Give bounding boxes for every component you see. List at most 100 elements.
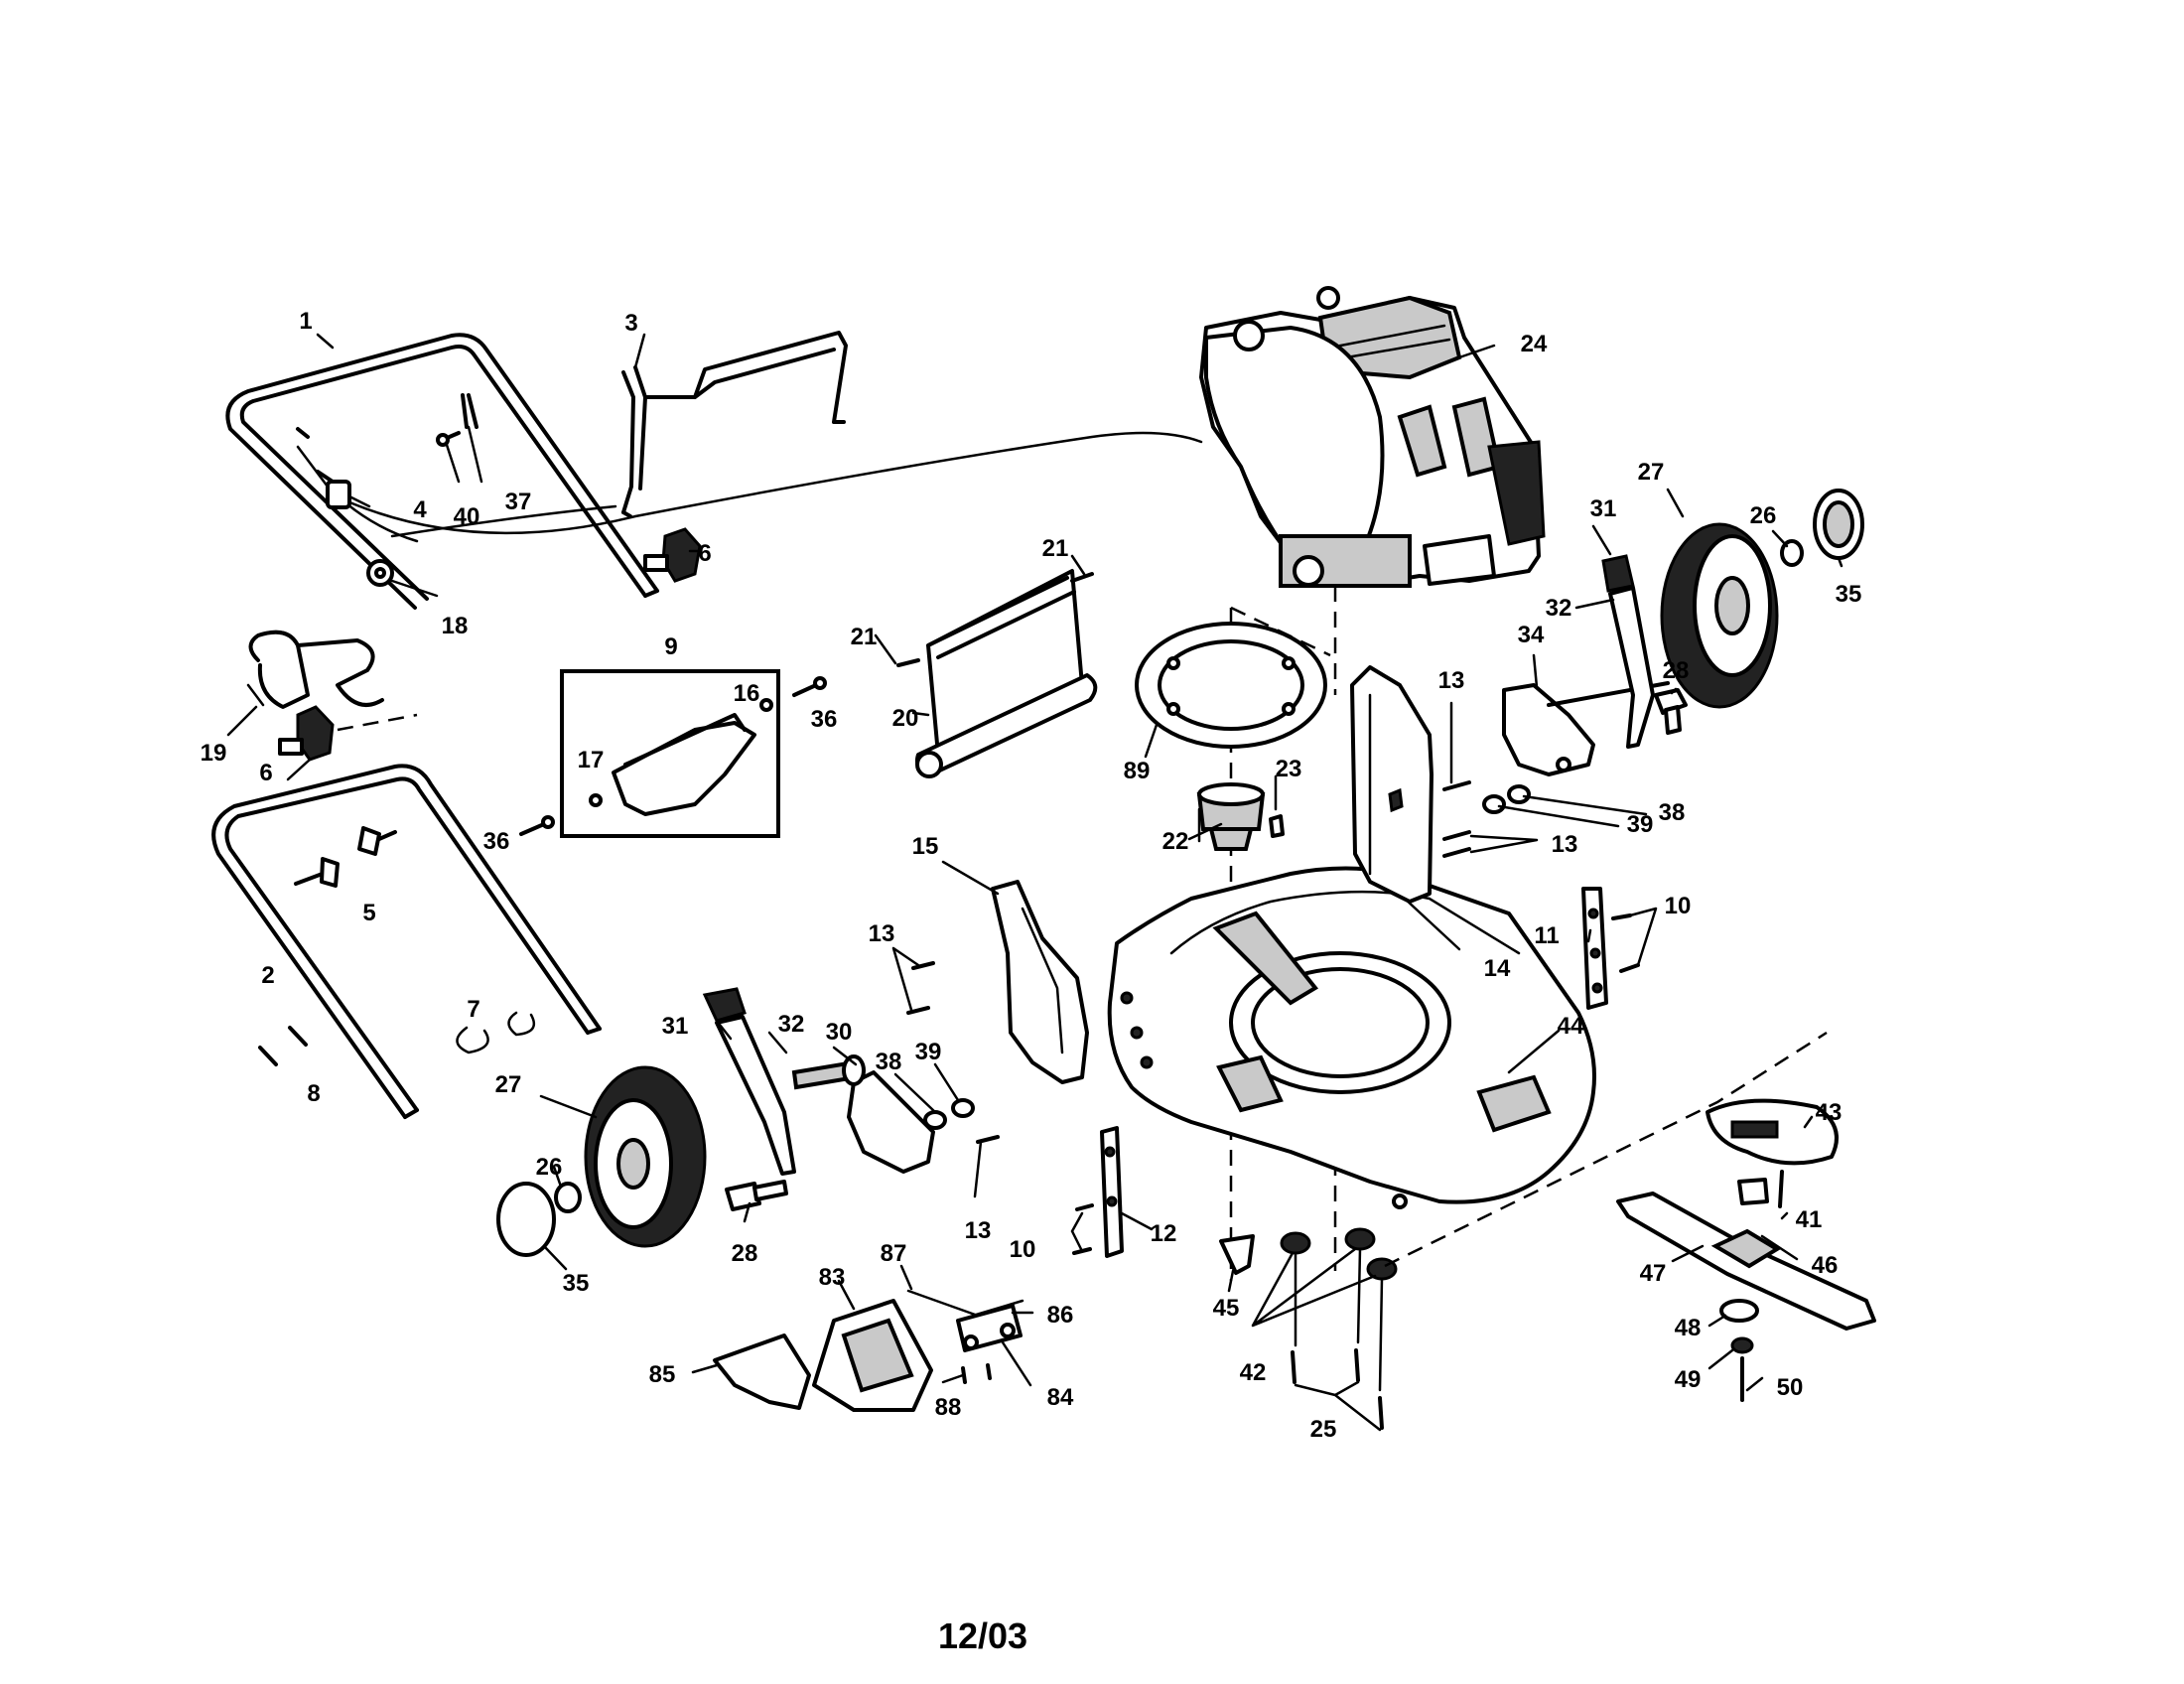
label-46: 46 [1812,1252,1839,1279]
date-code: 12/03 [938,1615,1027,1656]
label-34: 34 [1518,622,1545,648]
label-39-left: 39 [915,1039,942,1065]
label-30: 30 [826,1019,853,1046]
leader-lines [226,333,1843,1432]
rod-87 [906,1289,980,1318]
label-13-top-right: 13 [1438,667,1465,694]
label-18: 18 [442,613,469,639]
bracket-12 [1100,1126,1124,1258]
upper-handle [225,333,659,610]
label-38-right: 38 [1659,799,1686,826]
shoulder-bolt-left [725,1180,788,1211]
deflector-85 [713,1333,811,1410]
label-85: 85 [649,1361,676,1388]
bolt-13-right-group [1442,780,1471,858]
deck-plug-45 [1219,1234,1255,1275]
hairpin-clip-7 [456,1011,536,1054]
discharge-chute-83 [812,1299,933,1412]
key-23 [1269,814,1285,838]
engine-gasket [1135,622,1327,749]
label-13-right: 13 [1552,831,1578,858]
axle-bracket-30 [791,1054,935,1174]
bolt-36-lower [519,815,555,836]
label-9: 9 [664,633,677,660]
shoulder-bolt-right [1654,688,1688,735]
label-12: 12 [1151,1220,1177,1247]
handle-knob-lower [278,705,418,762]
label-48: 48 [1675,1315,1702,1341]
rear-door-bracket [1350,665,1433,904]
label-19: 19 [201,740,227,767]
label-43: 43 [1816,1099,1843,1126]
screw-88 [961,1363,992,1384]
label-24: 24 [1521,331,1548,357]
rear-wheel-right [1660,522,1779,709]
label-35-right: 35 [1836,581,1862,608]
control-cable [345,431,1203,535]
label-44: 44 [1558,1013,1584,1040]
label-6-upper: 6 [698,540,711,567]
label-13-bottom: 13 [965,1217,992,1244]
label-2: 2 [261,962,274,989]
label-7: 7 [467,996,479,1023]
label-36-upper: 36 [811,706,838,733]
label-31-left: 31 [662,1013,689,1040]
washer-38-39-right [1482,784,1531,814]
height-adjuster-left [702,987,796,1176]
part-labels: 1 2 3 4 5 6 6 7 8 9 10 10 11 12 13 13 13… [201,308,1862,1443]
handle-bolt-5 [294,826,397,888]
bolt-36-upper [792,676,827,697]
label-21-upper: 21 [1042,535,1069,562]
spring-86 [971,1299,1024,1318]
label-6-lower: 6 [259,760,272,786]
label-17: 17 [578,747,605,773]
label-26-left: 26 [536,1154,563,1181]
label-47: 47 [1640,1260,1667,1287]
bolt-8 [258,1026,308,1066]
label-15: 15 [912,833,939,860]
engine [1199,286,1546,588]
label-27-left: 27 [495,1071,522,1098]
cutting-blade [1616,1178,1876,1331]
washer-38-39-left [923,1098,975,1130]
bracket-11 [1581,887,1608,1010]
label-42: 42 [1240,1359,1267,1386]
label-13-left: 13 [869,920,895,947]
hubcap-left [496,1182,556,1257]
rear-flap-hinge [914,569,1098,778]
label-41: 41 [1796,1206,1823,1233]
label-21-left: 21 [851,624,878,650]
label-39-right: 39 [1627,811,1654,838]
chute-door-kit [560,669,780,838]
label-35-left: 35 [563,1270,590,1297]
label-89: 89 [1124,758,1151,784]
label-28-left: 28 [732,1240,758,1267]
spacer-42-group [1280,1227,1398,1392]
label-37: 37 [505,489,532,515]
blade-adapter-43 [1706,1098,1839,1166]
label-10-right: 10 [1665,893,1692,919]
label-26-right: 26 [1750,502,1777,529]
handle-knob-upper [643,527,702,583]
lower-handle [211,764,602,1119]
label-20: 20 [892,705,919,732]
clip-37 [461,393,478,429]
label-50: 50 [1777,1374,1804,1401]
hubcap-right [1813,489,1864,560]
label-22: 22 [1162,828,1189,855]
mower-deck [1107,866,1596,1209]
washer-49 [1730,1336,1754,1354]
label-16: 16 [734,680,760,707]
label-27-right: 27 [1638,459,1665,486]
label-84: 84 [1047,1384,1074,1411]
label-45: 45 [1213,1295,1240,1322]
label-32-right: 32 [1546,595,1572,622]
bolt-21-upper [1070,572,1094,583]
label-1: 1 [299,308,312,335]
label-3: 3 [624,310,637,337]
label-23: 23 [1276,756,1302,782]
label-32-left: 32 [778,1011,805,1038]
bolt-21-left [896,658,920,667]
label-11: 11 [1534,922,1559,949]
